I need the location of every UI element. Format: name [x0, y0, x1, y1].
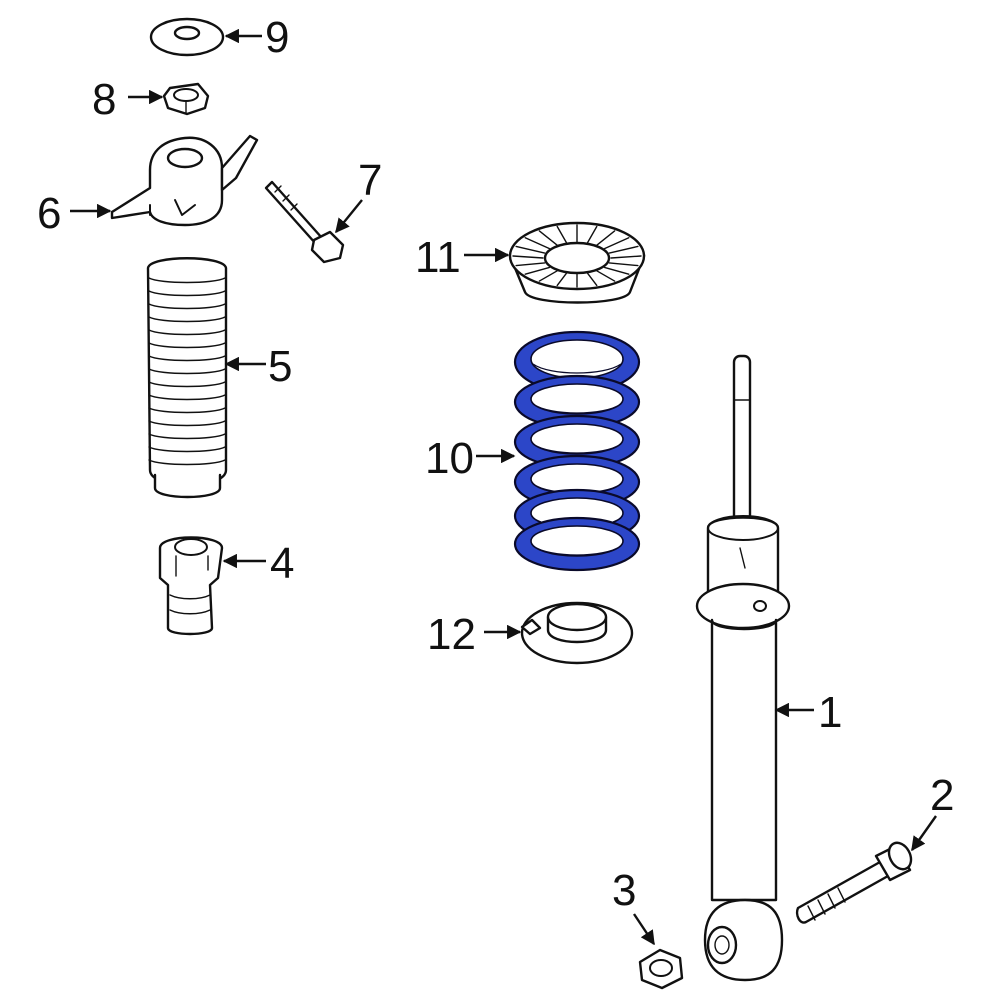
boot-ridge: [148, 290, 226, 297]
boot-ridge: [148, 316, 226, 323]
seat-rib: [608, 262, 639, 267]
boot-ridge: [148, 355, 226, 362]
part-1-shock-absorber[interactable]: [695, 354, 791, 982]
boot-ridge: [148, 342, 226, 349]
seat-rib: [610, 255, 642, 259]
callout-3: 3: [612, 866, 655, 946]
part-5-dust-boot[interactable]: [146, 257, 228, 499]
spring-coil-inner: [530, 383, 624, 415]
boot-ridge: [148, 459, 226, 466]
seat-rib: [524, 237, 551, 250]
callout-3-label: 3: [612, 866, 636, 915]
part-2-mounting-bolt[interactable]: [795, 839, 915, 924]
part-7-bolt[interactable]: [264, 180, 345, 264]
spring-coil-edge: [532, 443, 622, 454]
seat-rib: [512, 255, 544, 259]
seat-rib: [596, 270, 616, 282]
callout-10-label: 10: [425, 434, 474, 483]
callout-12: 12: [427, 610, 522, 659]
part-6-upper-mount[interactable]: [110, 134, 259, 227]
boot-ridge: [148, 303, 226, 310]
spring-coil-edge: [532, 363, 622, 374]
part-8-nut[interactable]: [162, 82, 210, 116]
spring-coil-edge: [532, 403, 622, 414]
callout-12-label: 12: [427, 610, 476, 659]
callout-4: 4: [222, 539, 294, 588]
boot-ridge: [148, 329, 226, 336]
seat-rib: [538, 270, 558, 282]
seat-rib: [524, 266, 551, 275]
spring-coil-inner: [530, 423, 624, 455]
spring-coil-inner: [530, 339, 624, 379]
part-10-coil-spring[interactable]: [513, 330, 641, 572]
part-9-washer[interactable]: [149, 17, 225, 57]
part-3-flange-nut[interactable]: [638, 948, 684, 990]
part-4-bump-stop[interactable]: [158, 536, 224, 636]
callout-4-label: 4: [270, 539, 294, 588]
callout-8-label: 8: [92, 75, 116, 124]
boot-ridge: [148, 407, 226, 414]
callout-8: 8: [92, 75, 164, 124]
seat-rib: [515, 262, 546, 267]
spring-coil-inner: [530, 525, 624, 557]
boot-ridge: [148, 368, 226, 375]
callout-6-label: 6: [37, 189, 61, 238]
part-11-upper-spring-seat[interactable]: [508, 221, 646, 304]
seat-rib: [586, 225, 598, 244]
boot-ridge: [148, 277, 226, 284]
callout-11-label: 11: [415, 233, 461, 282]
callout-2-label: 2: [930, 771, 954, 820]
callout-1-label: 1: [818, 688, 842, 737]
callout-5: 5: [224, 342, 292, 391]
seat-rib: [603, 266, 630, 275]
callout-11: 11: [415, 233, 510, 282]
seat-rib: [556, 272, 568, 287]
callout-5-label: 5: [268, 342, 292, 391]
callout-7: 7: [335, 156, 382, 234]
boot-ridge: [148, 446, 226, 453]
spring-coil-edge: [532, 545, 622, 556]
callout-6: 6: [37, 189, 112, 238]
seat-rib: [596, 230, 616, 246]
callout-9: 9: [224, 13, 289, 62]
seat-rib: [586, 272, 598, 287]
seat-rib: [538, 230, 558, 246]
seat-rib: [608, 245, 639, 254]
seat-rib: [556, 225, 568, 244]
boot-ridge: [148, 381, 226, 388]
seat-rib: [515, 245, 546, 254]
callout-2: 2: [911, 771, 954, 852]
boot-ridge: [148, 394, 226, 401]
seat-rib: [603, 237, 630, 250]
part-12-lower-spring-seat[interactable]: [520, 601, 634, 665]
callout-10: 10: [425, 434, 516, 483]
callout-1: 1: [774, 688, 842, 737]
boot-ridge: [148, 420, 226, 427]
callout-7-label: 7: [358, 156, 382, 205]
callout-9-label: 9: [265, 13, 289, 62]
boot-ridge: [148, 433, 226, 440]
